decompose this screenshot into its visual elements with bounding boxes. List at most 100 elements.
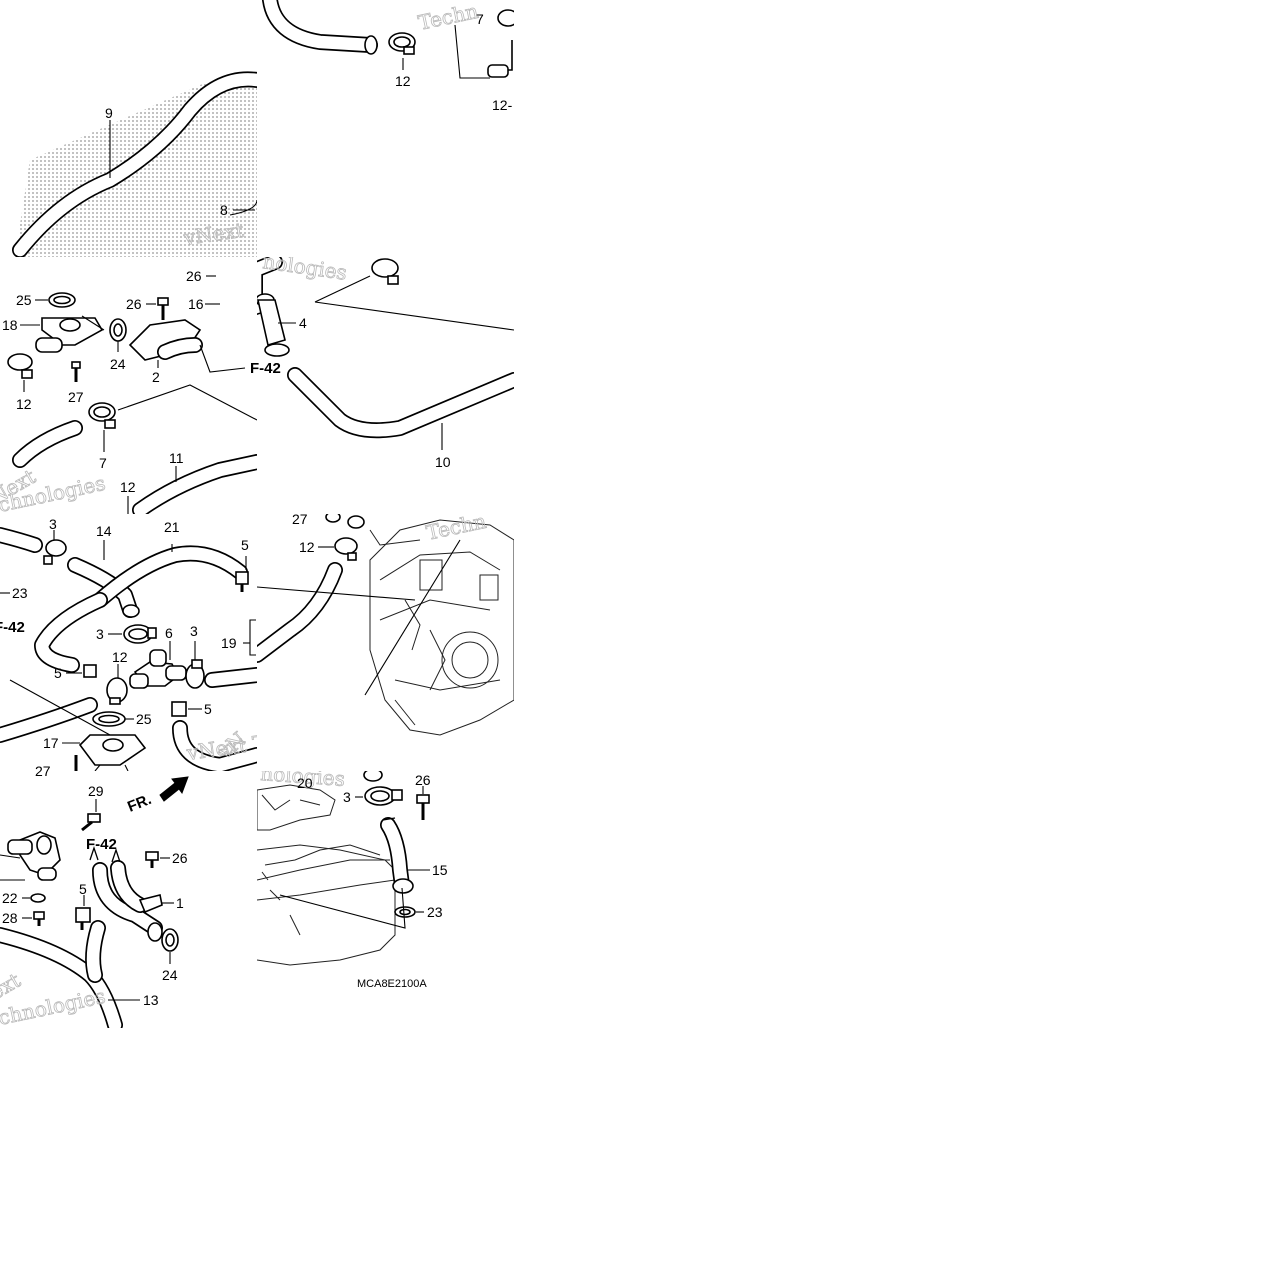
callout-19: 19 bbox=[221, 635, 237, 651]
gasket-25 bbox=[48, 292, 76, 308]
front-arrow-label: FR. bbox=[125, 791, 154, 816]
callout-25-left: 25 bbox=[16, 292, 32, 308]
callout-24-left: 24 bbox=[110, 356, 126, 372]
valve-assembly bbox=[0, 831, 61, 881]
bolt-29 bbox=[81, 813, 101, 832]
callout-22: 22 bbox=[2, 890, 18, 906]
radiator-assembly bbox=[257, 784, 396, 966]
callout-3-right: 3 bbox=[190, 623, 198, 639]
ref-f42-bottom: F-42 bbox=[86, 836, 117, 853]
clamp-3-bottom bbox=[364, 786, 403, 806]
callout-1: 1 bbox=[176, 895, 184, 911]
callout-5-lower: 5 bbox=[204, 701, 212, 717]
bolt-28 bbox=[33, 911, 45, 926]
oring-24-lower bbox=[161, 928, 179, 952]
svg-text:ext: ext bbox=[0, 968, 24, 1004]
callout-14: 14 bbox=[96, 523, 112, 539]
callout-12-right: 12- bbox=[492, 97, 513, 113]
bolt-26-bottom bbox=[416, 794, 430, 820]
bolt-27 bbox=[71, 361, 81, 382]
callout-12-lower: 12 bbox=[112, 649, 128, 665]
clamp-7-upper bbox=[487, 9, 514, 78]
callout-5-left: 5 bbox=[54, 665, 62, 681]
pipe-15 bbox=[380, 817, 414, 894]
tile-engine: Techn bbox=[257, 514, 514, 736]
callout-7-upper: 7 bbox=[476, 11, 484, 27]
callout-27-left: 27 bbox=[68, 389, 84, 405]
callout-25-lower: 25 bbox=[136, 711, 152, 727]
callout-15: 15 bbox=[432, 862, 448, 878]
tile-mid-center: nologies bbox=[218, 249, 514, 439]
callout-12-mid: 12 bbox=[120, 479, 136, 495]
clamp-12-left bbox=[7, 353, 33, 379]
callout-9: 9 bbox=[105, 105, 113, 121]
callout-29: 29 bbox=[88, 783, 104, 799]
callout-4: 4 bbox=[299, 315, 307, 331]
joint-6 bbox=[129, 649, 187, 689]
svg-text:Techn: Techn bbox=[416, 0, 480, 35]
bolt-26-lower bbox=[145, 851, 159, 868]
pipe-17 bbox=[78, 734, 147, 771]
svg-text:nologies: nologies bbox=[261, 249, 348, 285]
callout-12-upper: 12 bbox=[395, 73, 411, 89]
clamp-5-right bbox=[235, 571, 249, 592]
callout-11: 11 bbox=[169, 450, 184, 466]
callout-26-center: 26 bbox=[186, 268, 202, 284]
clamp-upper-center bbox=[371, 258, 399, 285]
tile-upper-left: vNext bbox=[12, 70, 257, 257]
clamp-12-lower bbox=[106, 677, 128, 705]
callout-21: 21 bbox=[164, 519, 180, 535]
gasket-25-lower bbox=[92, 711, 126, 727]
clamp-5-left bbox=[83, 664, 97, 678]
front-arrow bbox=[159, 776, 189, 802]
oring-engine bbox=[347, 515, 365, 529]
ref-f42-mid: F-42 bbox=[250, 360, 281, 377]
washer-22 bbox=[30, 893, 46, 903]
callout-17: 17 bbox=[43, 735, 59, 751]
clamp-12-upper bbox=[388, 32, 416, 55]
callout-26-bottom: 26 bbox=[415, 772, 431, 788]
callout-10: 10 bbox=[435, 454, 451, 470]
callout-16: 16 bbox=[188, 296, 204, 312]
callout-3-bottom: 3 bbox=[343, 789, 351, 805]
callout-2: 2 bbox=[152, 369, 160, 385]
clamp-3-right bbox=[185, 659, 205, 689]
bolt-26-left bbox=[157, 297, 169, 320]
callout-28: 28 bbox=[2, 910, 18, 926]
callout-5-bottom: 5 bbox=[79, 881, 87, 897]
callout-24-lower: 24 bbox=[162, 967, 178, 983]
callout-3-mid: 3 bbox=[96, 626, 104, 642]
oring-4-seal bbox=[234, 327, 250, 337]
tile-lower-left: vNext Te vN bbox=[0, 527, 257, 771]
bolt-27-engine bbox=[325, 514, 341, 523]
tile-upper-center: Techn bbox=[262, 0, 514, 79]
clamp-5-bottom bbox=[75, 907, 91, 930]
callout-18: 18 bbox=[2, 317, 18, 333]
pipe-1 bbox=[92, 860, 163, 942]
callout-5-top: 5 bbox=[241, 537, 249, 553]
clamp-5-lower bbox=[171, 701, 187, 717]
tile-bottom-center: nologies bbox=[257, 761, 430, 966]
callout-26-lower: 26 bbox=[172, 850, 188, 866]
bolt-26-center bbox=[218, 270, 228, 290]
callout-26-left: 26 bbox=[126, 296, 142, 312]
clamp-3-top bbox=[43, 539, 67, 565]
svg-text:nologies: nologies bbox=[260, 761, 346, 791]
tile-bottom-left: ext chnologies bbox=[0, 776, 189, 1028]
pipe-4 bbox=[257, 299, 290, 357]
drawing-code: MCA8E2100A bbox=[357, 978, 427, 990]
pipe-18 bbox=[35, 315, 105, 353]
callout-27-lower: 27 bbox=[35, 763, 51, 779]
callout-8: 8 bbox=[220, 202, 228, 218]
callout-23-bottom: 23 bbox=[427, 904, 443, 920]
callout-12-engine: 12 bbox=[299, 539, 315, 555]
clamp-7-left bbox=[88, 402, 116, 429]
callout-7-left: 7 bbox=[99, 455, 107, 471]
washer-23 bbox=[394, 906, 416, 918]
callout-12-left: 12 bbox=[16, 396, 32, 412]
pipe-2 bbox=[128, 319, 203, 361]
callout-3-top: 3 bbox=[49, 516, 57, 532]
clamp-3-mid bbox=[123, 624, 157, 644]
ref-f42-left: F-42 bbox=[0, 619, 25, 636]
